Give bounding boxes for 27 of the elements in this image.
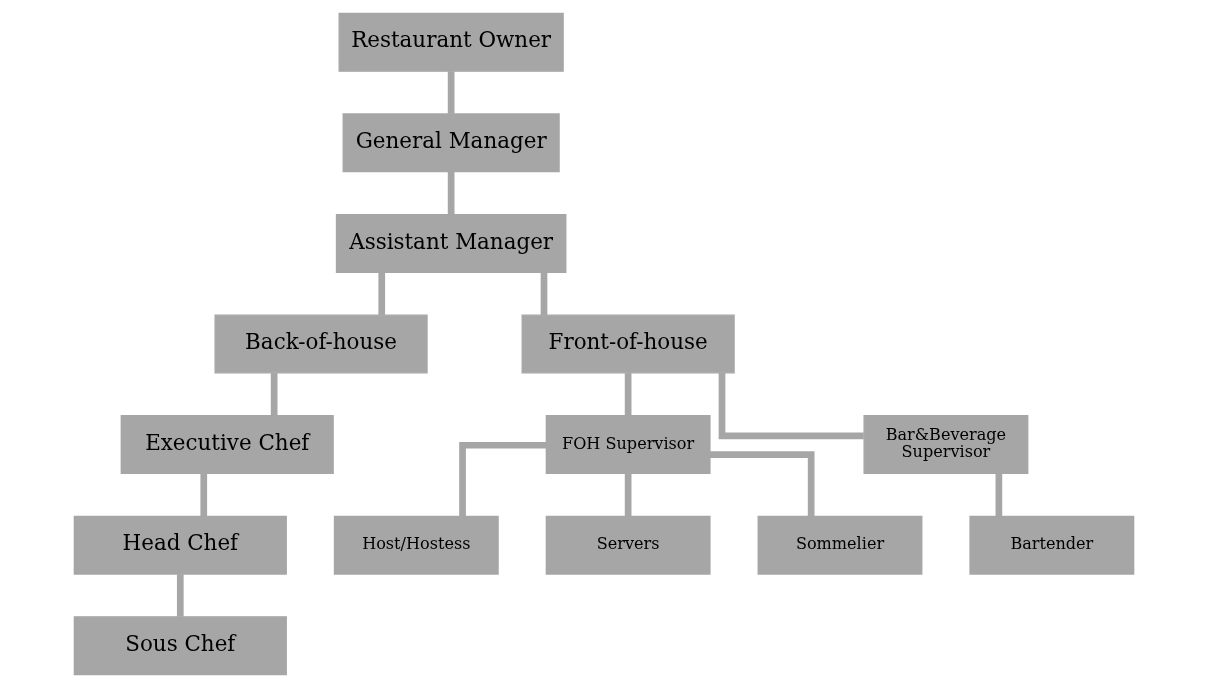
connector xyxy=(624,473,631,517)
connector xyxy=(718,373,864,440)
node-box: Bar&Beverage Supervisor xyxy=(862,415,1028,475)
connector xyxy=(270,373,277,416)
node-box: Head Chef xyxy=(73,515,287,575)
connector xyxy=(624,373,631,416)
connector xyxy=(199,473,207,517)
node-box: FOH Supervisor xyxy=(545,415,711,475)
node-box: Back-of-house xyxy=(214,314,428,374)
node-box: Sommelier xyxy=(757,515,922,575)
connector xyxy=(709,451,814,516)
node-box: Host/Hostess xyxy=(333,515,499,575)
connector xyxy=(540,272,547,315)
connector xyxy=(447,71,454,114)
node-box: Sous Chef xyxy=(73,616,287,676)
connector xyxy=(176,574,184,617)
node-box: General Manager xyxy=(342,113,560,173)
node-box: Restaurant Owner xyxy=(338,12,564,72)
connector xyxy=(458,441,546,517)
node-box: Servers xyxy=(545,515,711,575)
node-box: Bartender xyxy=(968,515,1134,575)
node-box: Executive Chef xyxy=(120,415,334,475)
node-box: Front-of-house xyxy=(521,314,735,374)
connector xyxy=(377,272,385,315)
connector xyxy=(995,473,1002,517)
connector xyxy=(447,171,454,215)
node-box: Assistant Manager xyxy=(335,213,566,273)
